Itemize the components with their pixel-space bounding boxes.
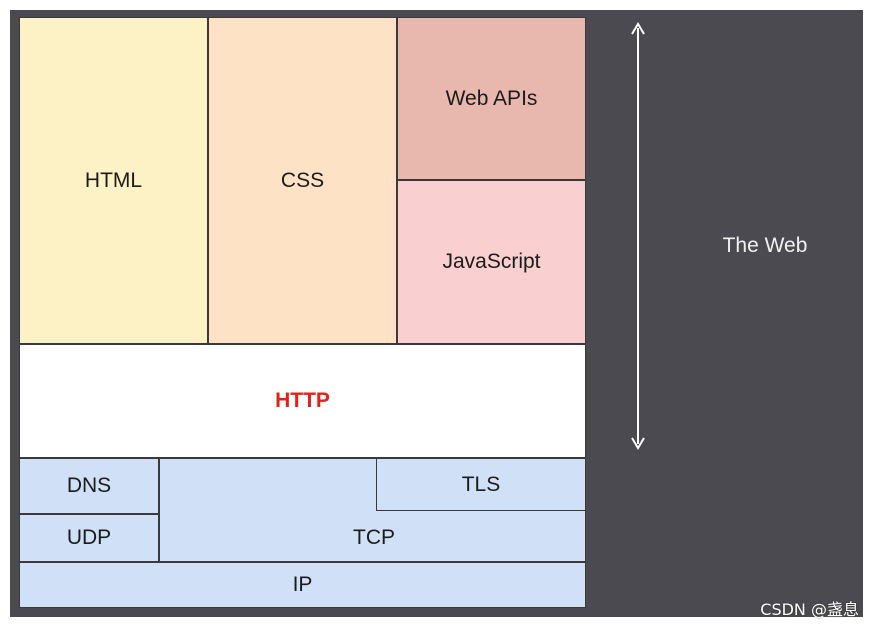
double-arrow-icon bbox=[631, 22, 645, 450]
web-apis-layer-label: Web APIs bbox=[445, 86, 538, 110]
the-web-label: The Web bbox=[722, 234, 808, 257]
http-layer: HTTP bbox=[19, 344, 586, 458]
tls-layer: TLS bbox=[376, 458, 586, 511]
javascript-layer-label: JavaScript bbox=[442, 250, 541, 273]
dns-layer: DNS bbox=[19, 458, 159, 514]
dns-layer-label: DNS bbox=[66, 474, 112, 497]
web-apis-layer: Web APIs bbox=[397, 17, 586, 180]
html-layer: HTML bbox=[19, 17, 208, 344]
css-layer: CSS bbox=[208, 17, 397, 344]
udp-layer: UDP bbox=[19, 514, 159, 562]
css-layer-label: CSS bbox=[280, 168, 325, 192]
udp-layer-label: UDP bbox=[66, 526, 112, 549]
http-layer-label: HTTP bbox=[275, 389, 330, 412]
tls-layer-label: TLS bbox=[461, 472, 501, 496]
html-layer-label: HTML bbox=[84, 168, 143, 192]
javascript-layer: JavaScript bbox=[397, 180, 586, 344]
ip-layer: IP bbox=[19, 562, 586, 608]
ip-layer-label: IP bbox=[292, 573, 313, 596]
watermark: CSDN @盏息 bbox=[760, 600, 859, 619]
tcp-layer-label: TCP bbox=[353, 526, 395, 549]
